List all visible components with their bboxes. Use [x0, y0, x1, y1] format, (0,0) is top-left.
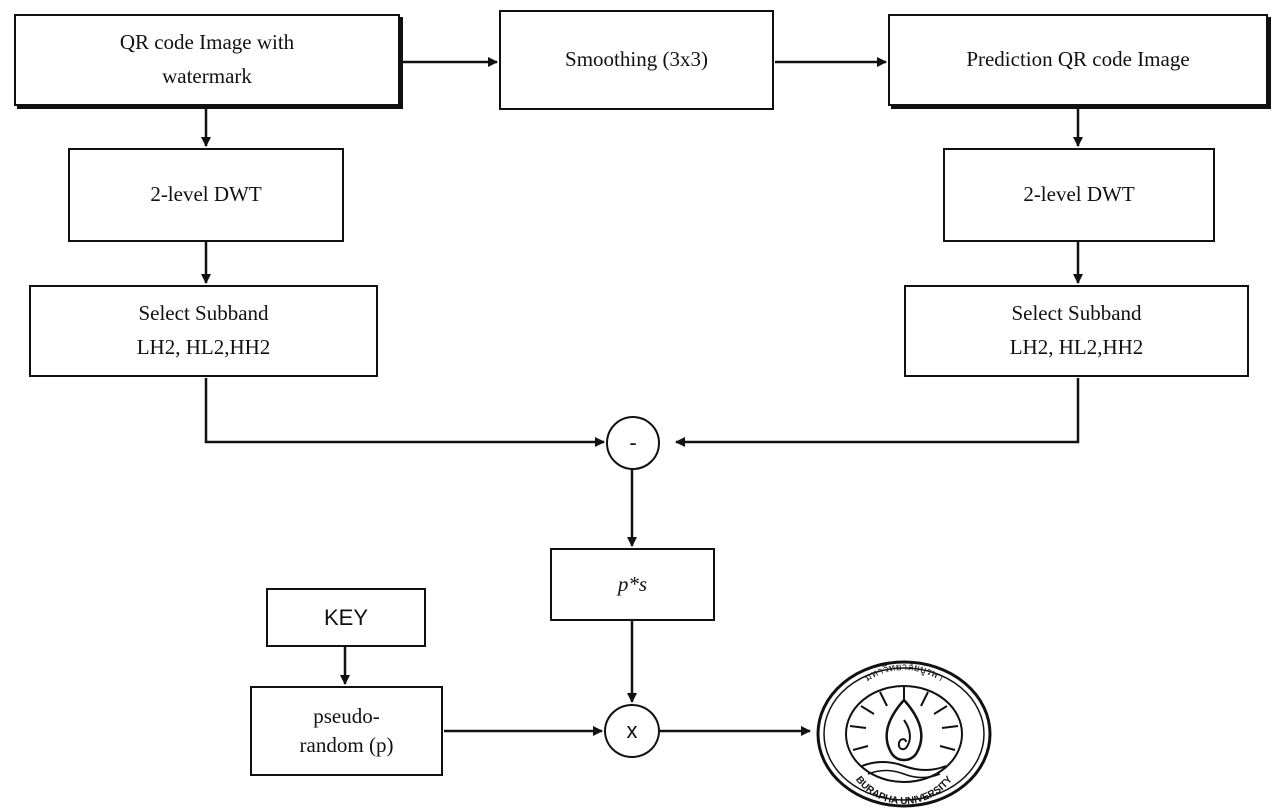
product-box: p*s	[550, 548, 715, 621]
key-label: KEY	[323, 604, 369, 630]
svg-text:BURAPHA UNIVERSITY: BURAPHA UNIVERSITY	[853, 774, 955, 807]
subtract-operator: -	[606, 416, 660, 470]
dwt-left-label: 2-level DWT	[150, 182, 262, 207]
university-seal-logo: มหาวิทยาลัยบูรพา BURAPHA UNIVERSITY	[816, 660, 992, 808]
prediction-label: Prediction QR code Image	[966, 47, 1190, 72]
qr-input-line-1: QR code Image with	[119, 30, 295, 55]
pseudo-random-line-1: pseudo-	[313, 703, 380, 728]
prediction-box: Prediction QR code Image	[888, 14, 1268, 106]
subband-right-line-1: Select Subband	[1011, 301, 1142, 326]
subband-left-box: Select Subband LH2, HL2,HH2	[29, 285, 378, 377]
subband-right-box: Select Subband LH2, HL2,HH2	[904, 285, 1249, 377]
subband-left-line-1: Select Subband	[138, 301, 269, 326]
qr-input-box: QR code Image with watermark	[14, 14, 400, 106]
subtract-symbol: -	[629, 430, 637, 455]
dwt-right-label: 2-level DWT	[1023, 182, 1135, 207]
smoothing-box: Smoothing (3x3)	[499, 10, 774, 110]
dwt-right-box: 2-level DWT	[943, 148, 1215, 242]
pseudo-random-line-2: random (p)	[299, 733, 394, 757]
subband-left-line-2: LH2, HL2,HH2	[136, 335, 271, 359]
product-label: p*s	[617, 571, 648, 596]
smoothing-label: Smoothing (3x3)	[565, 47, 708, 72]
seal-bottom-text: BURAPHA UNIVERSITY	[853, 774, 955, 807]
key-box: KEY	[266, 588, 426, 647]
dwt-left-box: 2-level DWT	[68, 148, 344, 242]
multiply-operator: x	[604, 704, 660, 758]
multiply-symbol: x	[626, 718, 638, 743]
arrow-subband-left-to-minus	[204, 378, 605, 447]
qr-input-line-2: watermark	[162, 64, 252, 88]
arrow-subband-right-to-minus	[675, 378, 1080, 447]
subband-right-line-2: LH2, HL2,HH2	[1009, 335, 1144, 359]
pseudo-random-box: pseudo- random (p)	[250, 686, 443, 776]
